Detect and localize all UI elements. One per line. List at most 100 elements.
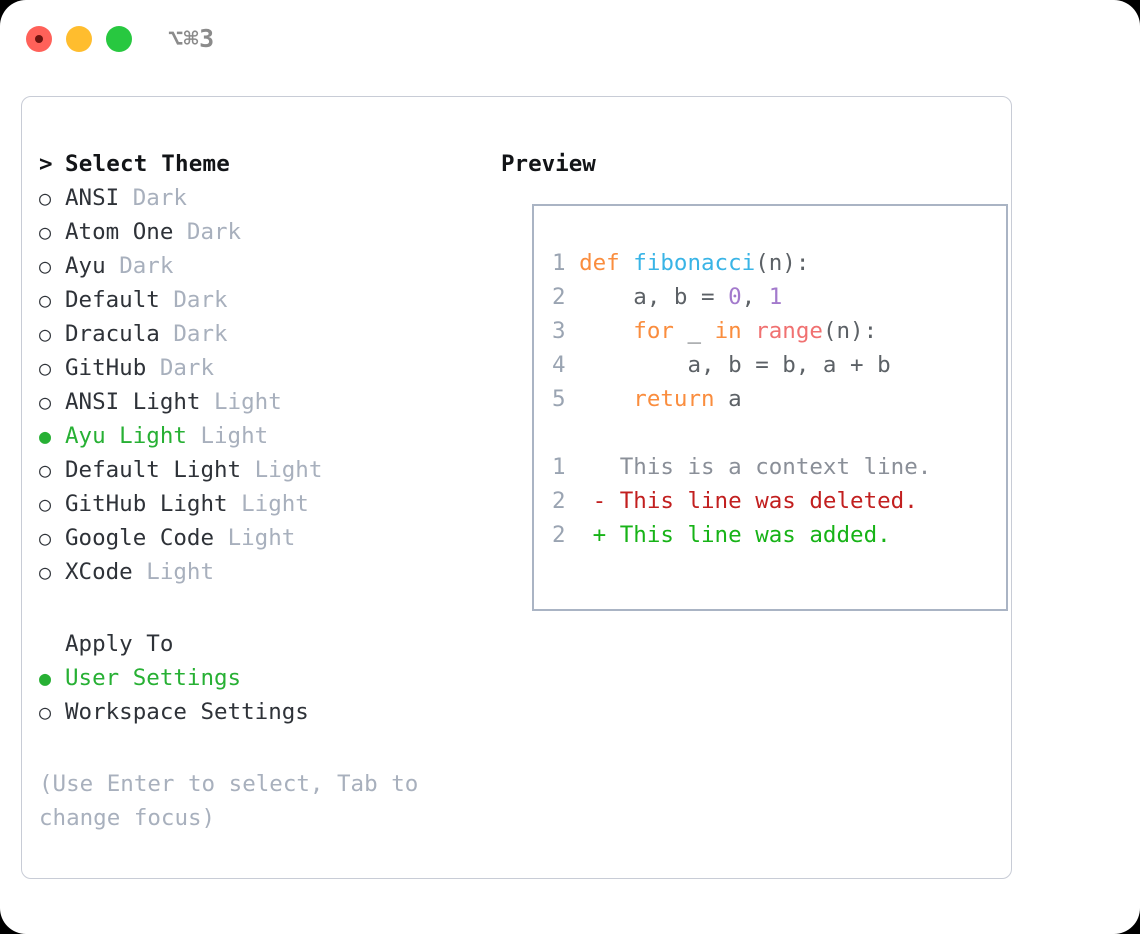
code-token: in xyxy=(714,318,742,344)
preview-title: Preview xyxy=(501,151,596,177)
window-minimize-button[interactable] xyxy=(66,26,92,52)
theme-list-item[interactable]: ●Ayu Light Light xyxy=(39,419,489,453)
theme-variant-tag: Dark xyxy=(132,185,187,211)
diff-text: This line was deleted. xyxy=(619,488,918,514)
apply-to-item[interactable]: ●User Settings xyxy=(39,661,489,695)
code-token xyxy=(579,386,633,412)
radio-unselected-icon[interactable]: ○ xyxy=(39,390,52,414)
radio-unselected-icon[interactable]: ○ xyxy=(39,356,52,380)
gutter-gap xyxy=(566,352,580,378)
code-token: (n): xyxy=(755,250,810,276)
theme-name: ANSI Light xyxy=(65,389,201,415)
theme-variant-tag: Light xyxy=(146,559,215,585)
gap xyxy=(214,525,228,551)
radio-unselected-icon[interactable]: ○ xyxy=(39,288,52,312)
theme-list-item[interactable]: ○XCode Light xyxy=(39,555,489,589)
gap xyxy=(146,355,160,381)
theme-list-item[interactable]: ○GitHub Light Light xyxy=(39,487,489,521)
code-blank-line xyxy=(552,416,931,450)
theme-list-item[interactable]: ○Atom One Dark xyxy=(39,215,489,249)
code-line-number: 5 xyxy=(552,386,566,412)
theme-list-item[interactable]: ○ Google Code Light xyxy=(39,521,489,555)
radio-unselected-icon[interactable]: ○ xyxy=(39,560,52,584)
theme-variant-tag: Light xyxy=(241,491,309,517)
theme-name: Default xyxy=(65,287,160,313)
gap xyxy=(173,219,187,245)
theme-list-item[interactable]: ○ Default Dark xyxy=(39,283,489,317)
code-line: 4 a, b = b, a + b xyxy=(552,348,931,382)
theme-list-item[interactable]: ○ ANSI Dark xyxy=(39,181,489,215)
theme-name: Ayu xyxy=(65,253,106,279)
theme-name: ANSI xyxy=(65,185,120,211)
radio-unselected-icon[interactable]: ○ xyxy=(39,700,52,724)
theme-list-item[interactable]: ○Dracula Dark xyxy=(39,317,489,351)
code-token: def xyxy=(579,250,620,276)
theme-name: Google Code xyxy=(65,525,215,551)
theme-list-column: >Select Theme ○ANSI Dark○Atom One Dark○A… xyxy=(39,147,489,835)
theme-variant-tag: Light xyxy=(200,423,269,449)
radio-unselected-icon[interactable]: ○ xyxy=(39,492,52,516)
gap xyxy=(133,559,147,585)
radio-selected-icon[interactable]: ● xyxy=(39,424,52,448)
cursor-caret-icon: > xyxy=(39,151,53,177)
code-line-number: 3 xyxy=(552,318,566,344)
diff-line-number: 2 xyxy=(552,488,566,514)
theme-variant-tag: Dark xyxy=(173,321,228,347)
spacer xyxy=(39,589,489,627)
code-token: fibonacci xyxy=(633,250,756,276)
code-line: 3 for _ in range(n): xyxy=(552,314,931,348)
radio-unselected-icon[interactable]: ○ xyxy=(39,322,52,346)
select-theme-header: > Select Theme xyxy=(39,147,489,181)
code-line-number: 4 xyxy=(552,352,566,378)
code-token: 1 xyxy=(768,284,783,310)
theme-variant-tag: Light xyxy=(227,525,296,551)
gap xyxy=(160,287,174,313)
diff-sign: - xyxy=(565,488,620,514)
radio-unselected-icon[interactable]: ○ xyxy=(39,458,52,482)
preview-column: Preview 1 def fibonacci(n):2 a, b = 0, 1… xyxy=(501,147,1008,611)
diff-sign: + xyxy=(565,522,620,548)
apply-to-marker-spacer xyxy=(39,627,65,661)
gap xyxy=(106,253,120,279)
code-token: for xyxy=(633,318,674,344)
code-line: 1 def fibonacci(n): xyxy=(552,246,931,280)
apply-to-item[interactable]: ○ Workspace Settings xyxy=(39,695,489,729)
gutter-gap xyxy=(566,318,580,344)
diff-line-number: 2 xyxy=(552,522,566,548)
theme-list-item[interactable]: ○ Ayu Dark xyxy=(39,249,489,283)
diff-text: This is a context line. xyxy=(619,454,932,480)
code-token: _ xyxy=(673,318,715,344)
theme-variant-tag: Dark xyxy=(159,355,215,381)
gap xyxy=(160,321,174,347)
theme-list-item[interactable]: ○Default Light Light xyxy=(39,453,489,487)
theme-list-item[interactable]: ○ANSI Light Light xyxy=(39,385,489,419)
spacer-2 xyxy=(39,729,489,767)
radio-unselected-icon[interactable]: ○ xyxy=(39,220,52,244)
theme-name: GitHub xyxy=(65,355,147,381)
gutter-gap xyxy=(566,386,580,412)
theme-list-item[interactable]: ○ GitHub Dark xyxy=(39,351,489,385)
radio-unselected-icon[interactable]: ○ xyxy=(39,526,52,550)
code-line: 5 return a xyxy=(552,382,931,416)
code-line: 2 a, b = 0, 1 xyxy=(552,280,931,314)
theme-variant-tag: Dark xyxy=(173,287,228,313)
select-theme-header-label: Select Theme xyxy=(65,151,230,177)
code-token: return xyxy=(633,386,715,412)
theme-variant-tag: Dark xyxy=(119,253,174,279)
code-token: a xyxy=(714,386,742,412)
diff-line: 2 + This line was added. xyxy=(552,518,931,552)
theme-selector-panel: >Select Theme ○ANSI Dark○Atom One Dark○A… xyxy=(21,96,1012,879)
radio-selected-icon[interactable]: ● xyxy=(39,666,52,690)
code-token: range xyxy=(755,318,823,344)
radio-unselected-icon[interactable]: ○ xyxy=(39,254,52,278)
radio-unselected-icon[interactable]: ○ xyxy=(39,186,52,210)
diff-line-number: 1 xyxy=(552,454,566,480)
diff-line: 2 - This line was deleted. xyxy=(552,484,931,518)
code-token: (n): xyxy=(822,318,878,344)
apply-to-label: Workspace Settings xyxy=(65,699,309,725)
window-maximize-button[interactable] xyxy=(106,26,132,52)
diff-line: 1 This is a context line. xyxy=(552,450,931,484)
gutter-gap xyxy=(566,250,580,276)
